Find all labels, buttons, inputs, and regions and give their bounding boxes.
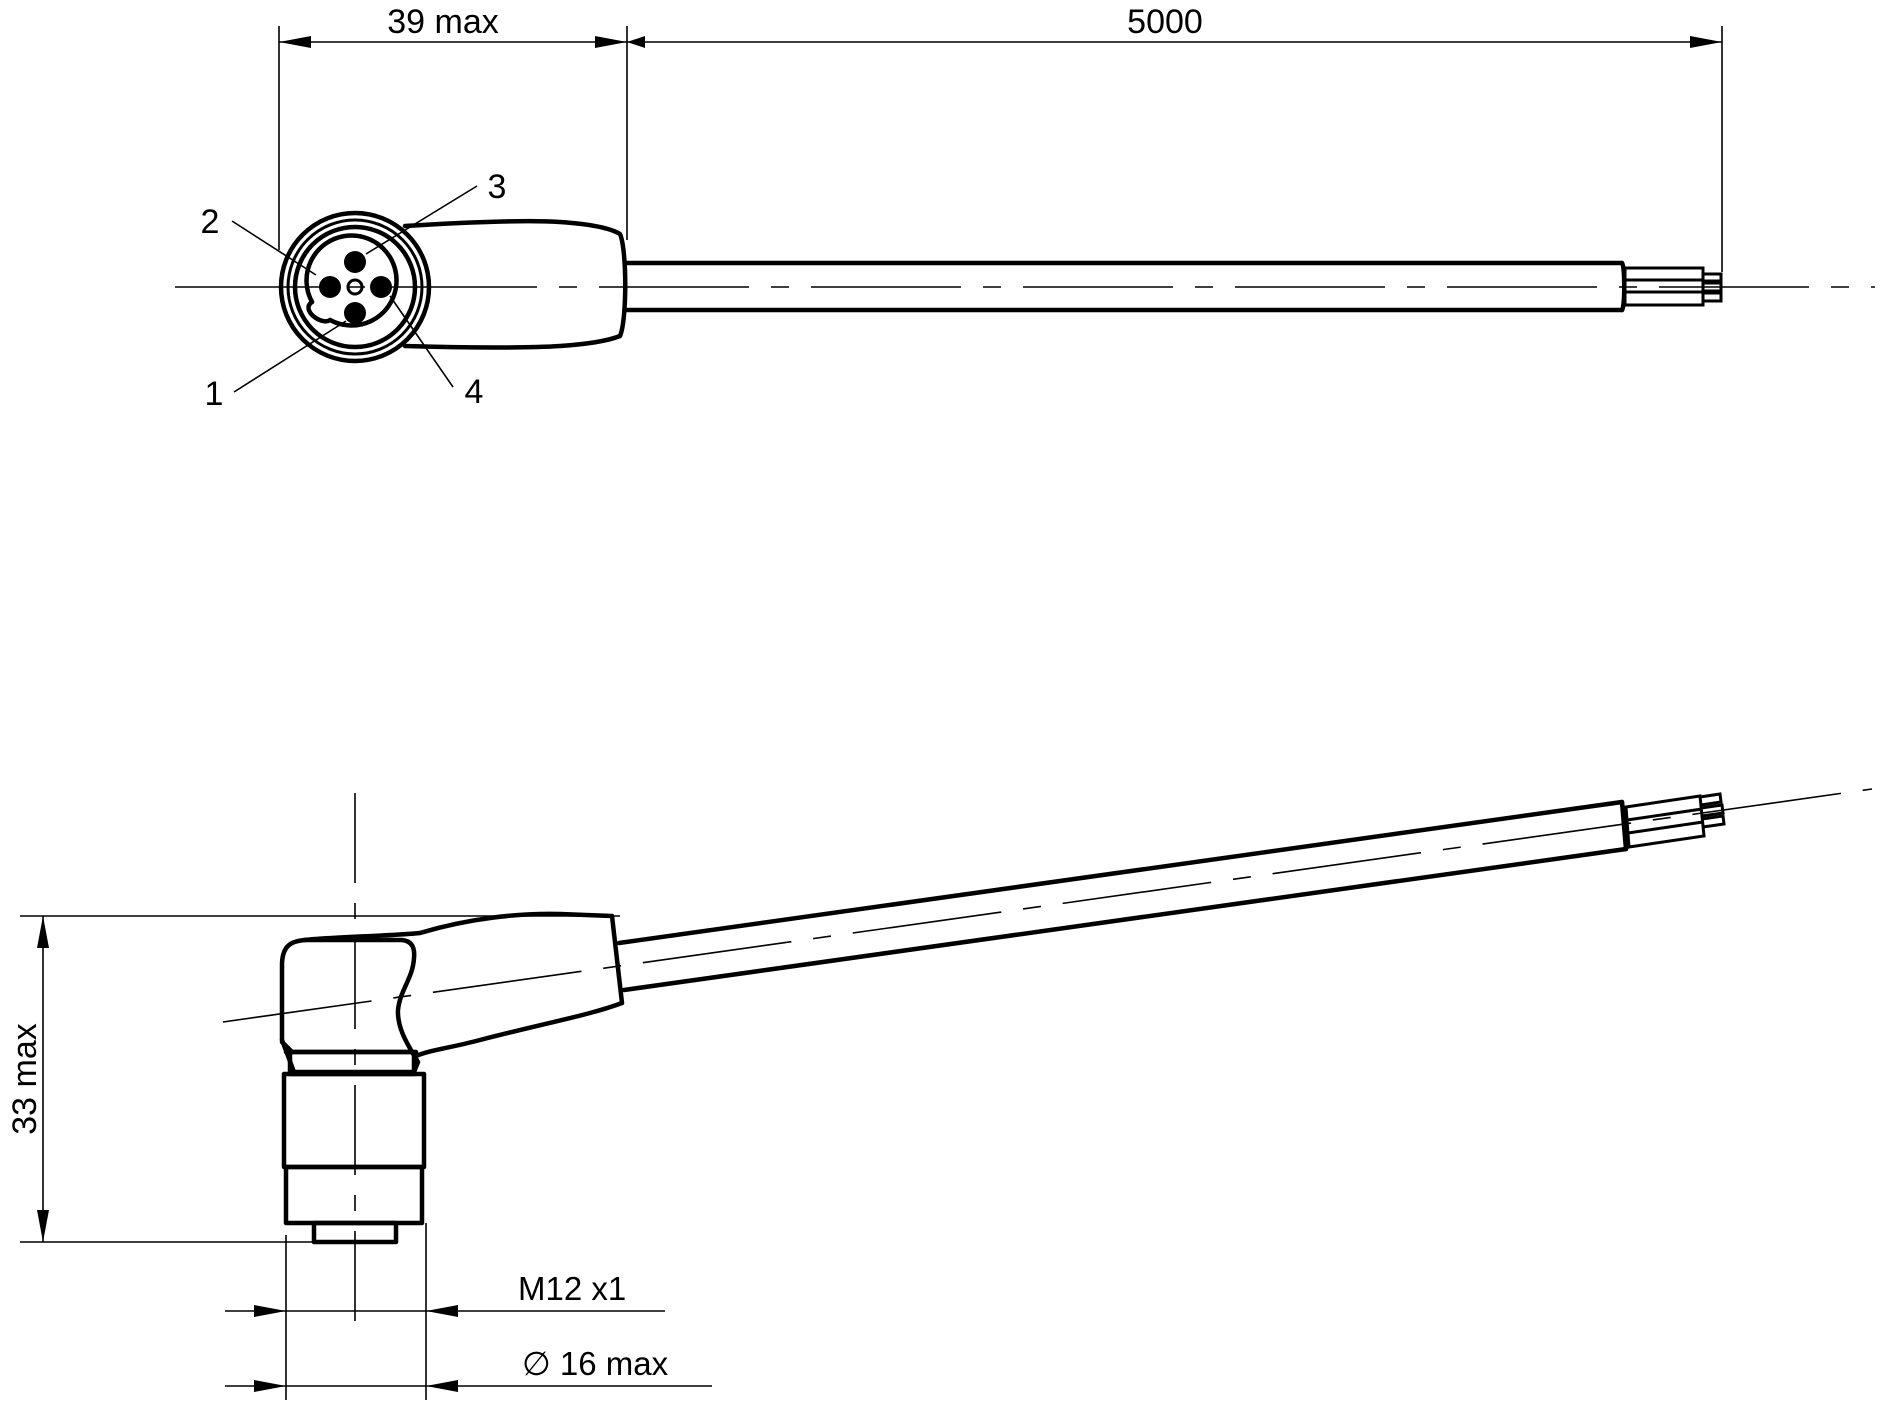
leader-pin-4 bbox=[389, 295, 454, 388]
dimension-33-max: 33 max bbox=[6, 915, 620, 1243]
pin-1-contact bbox=[344, 302, 366, 324]
arrow-head-icon bbox=[254, 1380, 286, 1392]
pin-label-2: 2 bbox=[201, 203, 220, 241]
arrow-head-icon bbox=[37, 1210, 49, 1242]
dimension-label-diameter: ∅ 16 max bbox=[522, 1345, 669, 1382]
dimension-label-cable-length: 5000 bbox=[1127, 3, 1203, 41]
dimension-39-max: 39 max bbox=[279, 3, 627, 48]
leader-pin-1 bbox=[233, 320, 347, 393]
center-hole bbox=[346, 278, 364, 296]
arrow-head-icon bbox=[595, 36, 627, 48]
arrow-head-icon bbox=[279, 36, 311, 48]
insert-outline bbox=[304, 233, 399, 328]
pin-4-contact bbox=[370, 276, 392, 298]
pin-label-4: 4 bbox=[465, 373, 484, 411]
coupling-nut-upper bbox=[281, 1071, 427, 1170]
coding-key bbox=[306, 299, 333, 324]
dimension-label-height: 33 max bbox=[6, 1023, 44, 1135]
center-line-angled bbox=[222, 788, 1873, 1023]
dimension-5000: 5000 bbox=[627, 3, 1722, 48]
cable-top bbox=[624, 260, 1723, 313]
arrow-head-icon bbox=[254, 1305, 286, 1317]
leader-pin-3 bbox=[365, 185, 478, 255]
dimension-label-connector-length: 39 max bbox=[387, 3, 499, 41]
leader-pin-2 bbox=[231, 220, 317, 276]
cable-side bbox=[616, 792, 1726, 993]
side-view: 33 max bbox=[6, 788, 1873, 1400]
arrow-head-icon bbox=[1690, 36, 1722, 48]
coupling-nut-lower bbox=[283, 1164, 425, 1226]
coupling-nut-face bbox=[278, 210, 432, 364]
arrow-head-icon bbox=[37, 916, 49, 948]
arrow-head-icon bbox=[627, 36, 645, 48]
elbow-head bbox=[279, 937, 421, 1075]
dimension-label-thread: M12 x1 bbox=[518, 1270, 626, 1307]
arrow-head-icon bbox=[426, 1380, 458, 1392]
top-view: 39 max 5000 2 bbox=[175, 3, 1875, 413]
arrow-head-icon bbox=[426, 1305, 458, 1317]
pin-label-1: 1 bbox=[205, 375, 224, 413]
overmold-side bbox=[302, 911, 625, 1059]
overmold-body bbox=[402, 218, 628, 350]
dimension-m12: M12 x1 bbox=[225, 1270, 665, 1317]
thread-tip bbox=[311, 1220, 399, 1245]
pin-3-contact bbox=[344, 251, 366, 273]
pin-2-contact bbox=[319, 276, 341, 298]
wire-jacket-end bbox=[1624, 794, 1706, 849]
dimension-diameter: ∅ 16 max bbox=[225, 1345, 712, 1392]
pin-label-3: 3 bbox=[488, 168, 507, 206]
